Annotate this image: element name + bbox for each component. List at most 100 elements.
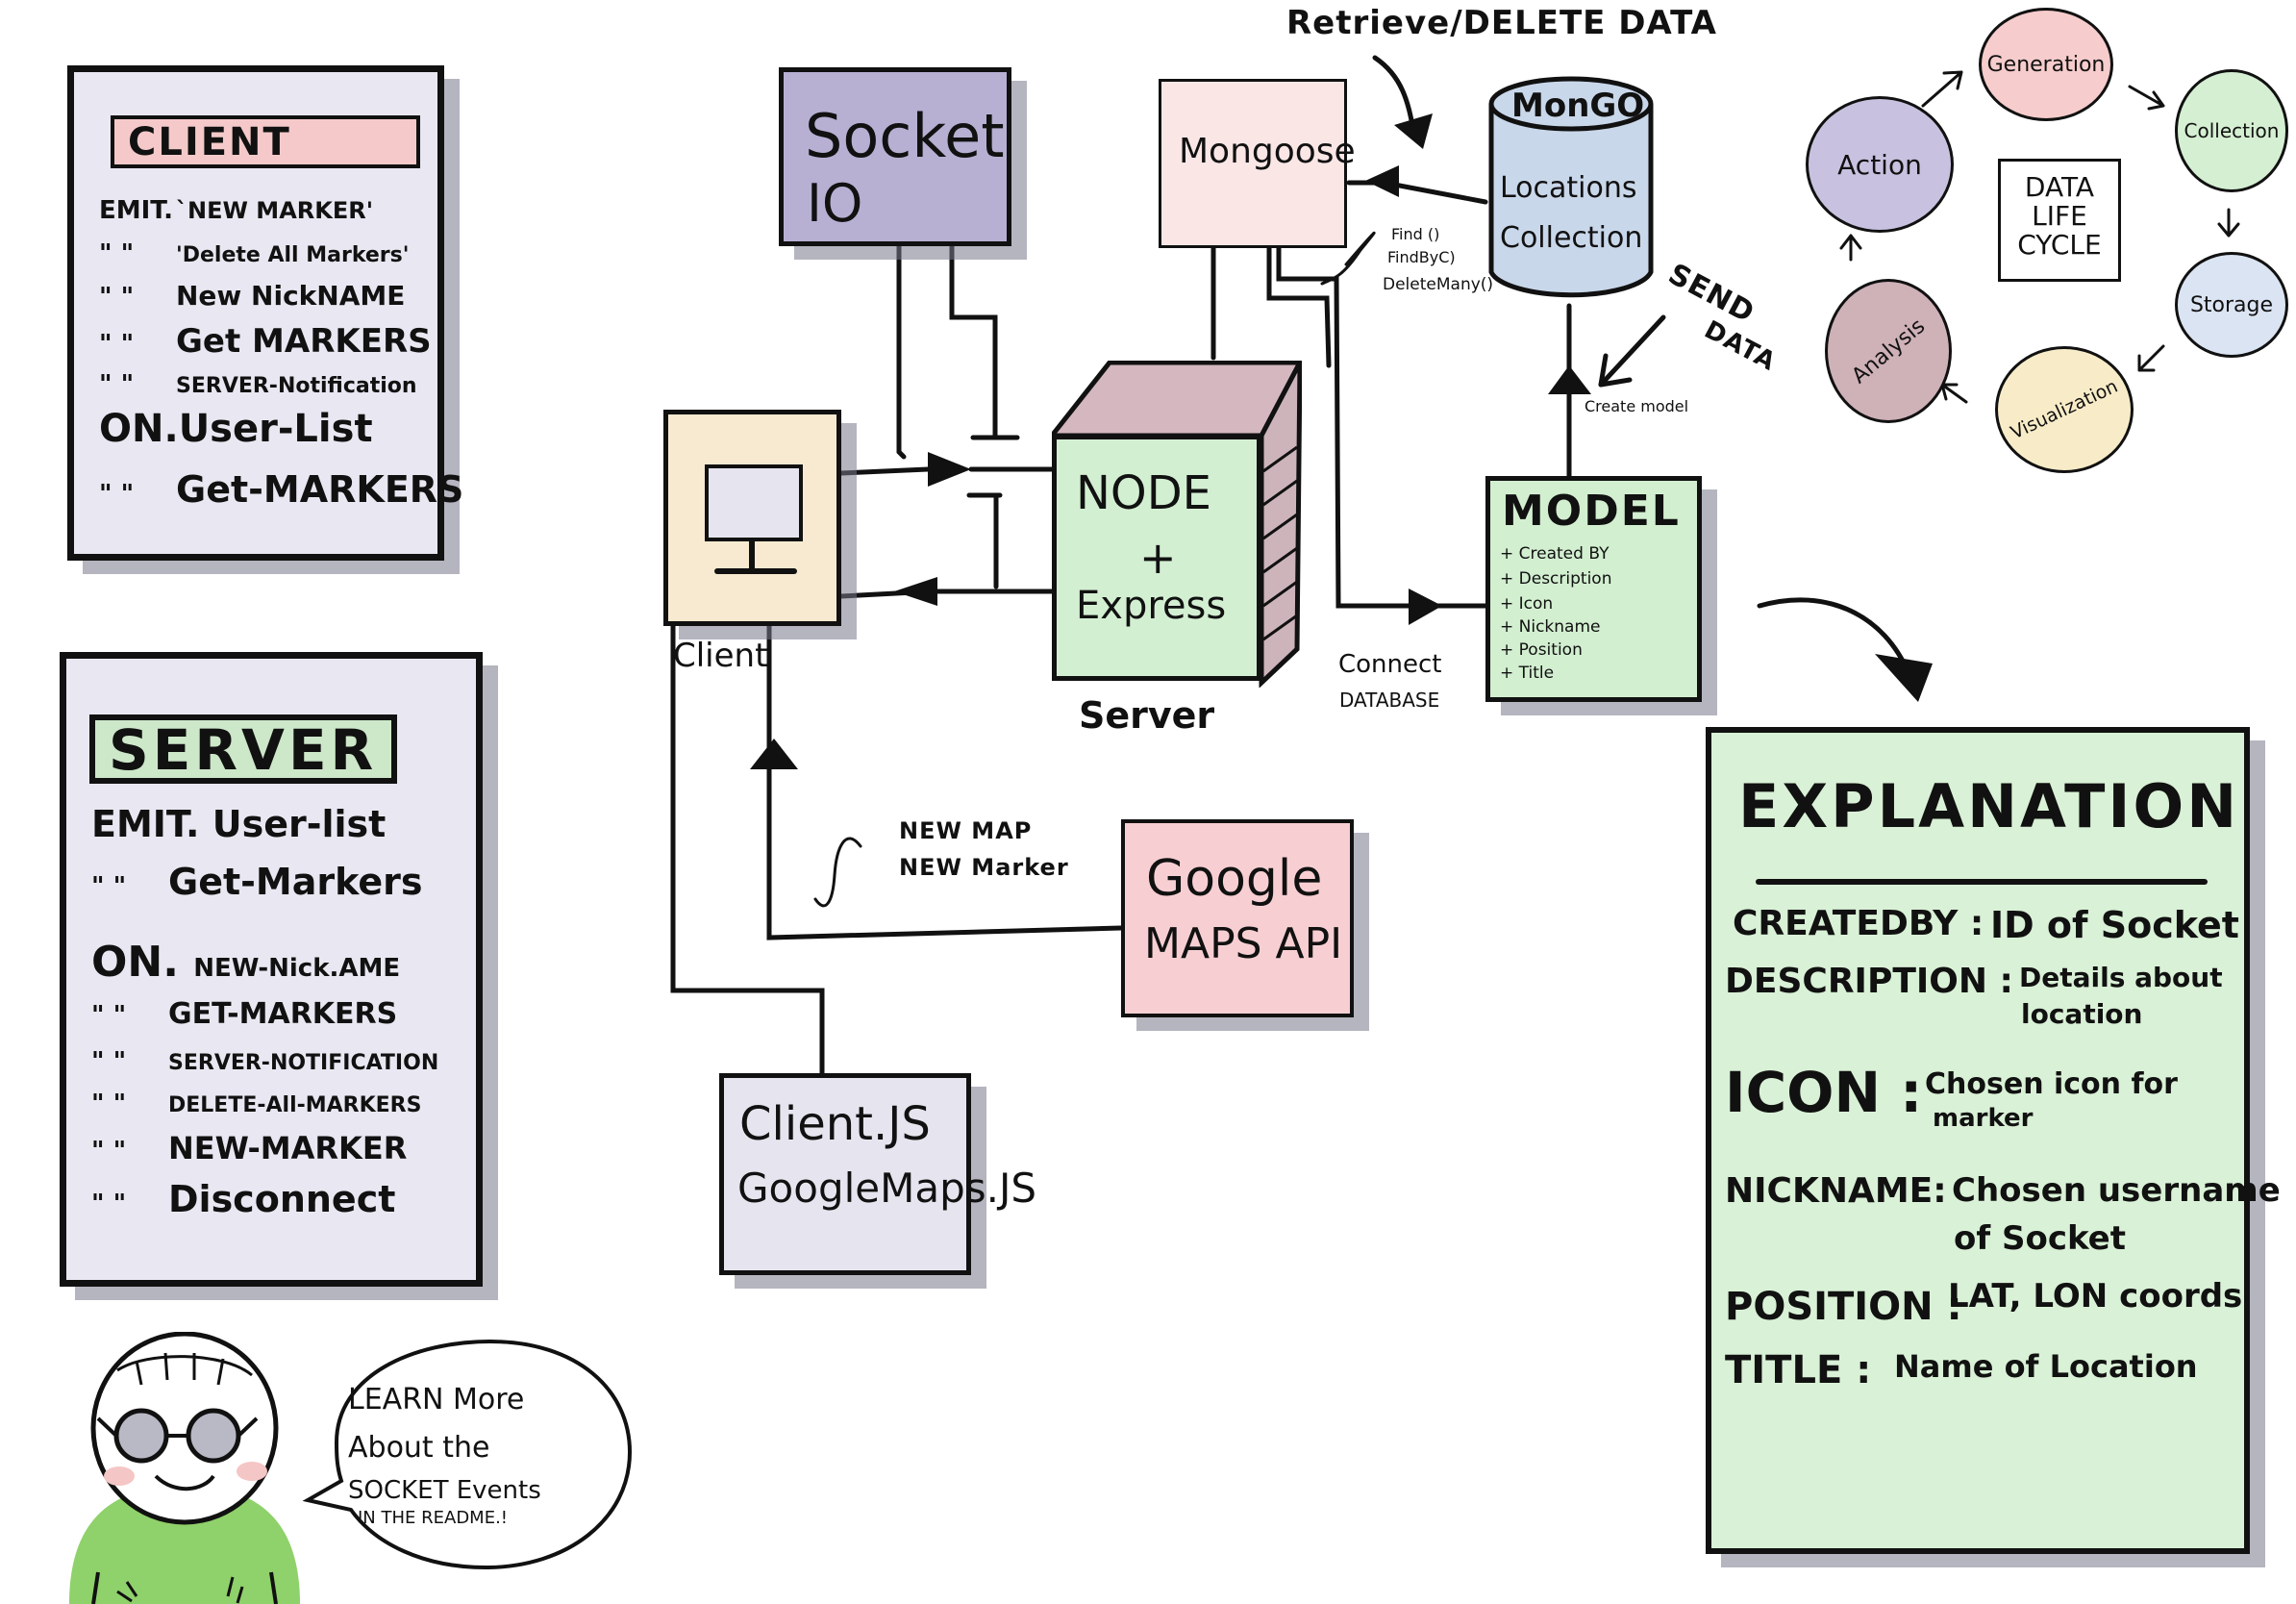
- server-event-row: ON. NEW-Nick.AME: [91, 938, 401, 987]
- explanation-desc: LAT, LON coords: [1948, 1277, 2243, 1316]
- socket-wire-1: [896, 243, 907, 460]
- life-cycle-title-3: CYCLE: [2017, 229, 2102, 261]
- server-event-row: " "Get-Markers: [91, 861, 423, 903]
- server-express-label: Express: [1076, 584, 1227, 628]
- explanation-desc: Details about: [2019, 962, 2223, 993]
- client-server-wire: [838, 466, 931, 476]
- server-plus-label: +: [1139, 532, 1177, 584]
- node-express-server: NODE + Express: [1052, 435, 1261, 681]
- explanation-desc: Chosen username: [1952, 1171, 2281, 1210]
- explanation-desc-2: of Socket: [1954, 1219, 2126, 1258]
- model-attribute: + Icon: [1500, 594, 1554, 614]
- server-event-row: " "SERVER-NOTIFICATION: [91, 1047, 439, 1076]
- client-label: Client: [673, 637, 768, 675]
- google-maps-api-node: Google MAPS API: [1121, 819, 1354, 1017]
- explanation-desc: Chosen icon for: [1925, 1067, 2178, 1101]
- explanation-key: TITLE :: [1725, 1348, 1872, 1392]
- socket-wire-2: [949, 243, 998, 440]
- client-event-row: " "Get-MARKERS: [99, 468, 464, 511]
- lc-arrow-5: [1940, 383, 1968, 404]
- mongo-database-icon: [1488, 76, 1654, 298]
- send-data-head: [1598, 353, 1633, 388]
- arrow-head-server-client: [894, 577, 937, 606]
- client-js-files-node: Client.JS GoogleMaps.JS: [719, 1073, 1036, 1275]
- gmaps-function-label-2: NEW Marker: [899, 854, 1069, 881]
- client-gmaps-wire: [766, 623, 1124, 940]
- mongo-collection-label-2: Collection: [1500, 221, 1643, 255]
- retrieve-arrow: [1372, 55, 1416, 133]
- server-event-row: " "NEW-MARKER: [91, 1130, 408, 1166]
- clientjs-label: Client.JS: [739, 1097, 931, 1151]
- bubble-text: LEARN More: [348, 1383, 525, 1416]
- explanation-key: CREATEDBY :: [1733, 904, 1984, 943]
- server-events-card: SERVER EMIT. User-list " "Get-Markers ON…: [60, 652, 483, 1287]
- model-node: MODEL + Created BY + Description + Icon …: [1485, 476, 1702, 702]
- monitor-stand-icon: [749, 539, 755, 568]
- server-3d-shape: [1052, 361, 1302, 688]
- arrow-head-mongo-model: [1548, 365, 1591, 394]
- bubble-text: About the: [348, 1431, 490, 1465]
- model-attribute: + Title: [1500, 664, 1555, 683]
- arrow-head-connect-db: [1409, 589, 1442, 625]
- client-node: [663, 410, 841, 626]
- connect-db-wire: [1276, 245, 1488, 609]
- gmaps-function-label: NEW MAP: [899, 817, 1033, 844]
- mongoose-method: Find (): [1391, 225, 1440, 243]
- google-maps-label-2: MAPS API: [1144, 919, 1343, 968]
- googlemapsjs-label: GoogleMaps.JS: [737, 1165, 1037, 1212]
- explanation-desc: ID of Socket: [1990, 904, 2239, 946]
- lifecycle-stage-action: Action: [1806, 96, 1954, 233]
- arrow-head-retrieve: [1394, 113, 1433, 149]
- character-illustration: [69, 1332, 300, 1604]
- model-attribute: + Created BY: [1500, 544, 1610, 564]
- explanation-title: EXPLANATION: [1738, 771, 2240, 841]
- lifecycle-stage-generation: Generation: [1979, 8, 2113, 121]
- lc-arrow-1: [1921, 70, 1963, 108]
- model-attribute: + Nickname: [1500, 617, 1601, 637]
- bubble-text: SOCKET Events: [348, 1476, 541, 1505]
- server-event-row: " "Disconnect: [91, 1178, 396, 1220]
- create-model-label: Create model: [1585, 397, 1689, 415]
- data-life-cycle-box: DATA LIFE CYCLE: [1998, 159, 2121, 282]
- mongo-collection-label: Locations: [1500, 171, 1637, 205]
- lifecycle-stage-analysis: Analysis: [1825, 279, 1952, 423]
- to-explanation-curve: [1757, 597, 1911, 676]
- client-event-row: " "SERVER-Notification: [99, 370, 417, 399]
- lifecycle-stage-collection: Collection: [2175, 69, 2288, 192]
- server-event-row: " "DELETE-All-MARKERS: [91, 1090, 422, 1118]
- mongoose-node: Mongoose: [1159, 79, 1356, 248]
- model-attribute: + Position: [1500, 640, 1583, 660]
- monitor-base-icon: [714, 568, 797, 574]
- life-cycle-title-2: LIFE: [2032, 200, 2087, 232]
- bubble-text: IN THE README.!: [358, 1508, 509, 1528]
- life-cycle-title: DATA: [2024, 171, 2095, 203]
- arrow-head-client-server: [928, 452, 971, 487]
- client-event-row: " "Get MARKERS: [99, 322, 432, 361]
- explanation-card: EXPLANATION CREATEDBY : ID of Socket DES…: [1706, 727, 2281, 1554]
- server-card-title: SERVER: [89, 714, 397, 784]
- server-event-row: " "GET-MARKERS: [91, 997, 398, 1031]
- model-title: MODEL: [1502, 487, 1681, 536]
- client-events-card: CLIENT EMIT.`NEW MARKER' " "'Delete All …: [67, 65, 463, 561]
- explanation-desc-2: location: [2021, 998, 2143, 1030]
- model-attribute: + Description: [1500, 569, 1612, 589]
- client-card-title: CLIENT: [111, 115, 420, 168]
- explanation-desc: Name of Location: [1894, 1348, 2198, 1385]
- speech-bubble: [302, 1339, 633, 1570]
- client-event-row: EMIT.`NEW MARKER': [99, 196, 374, 225]
- mongoose-server-wire-2: [1266, 245, 1332, 368]
- retrieve-delete-label: Retrieve/DELETE DATA: [1286, 4, 1717, 42]
- explanation-key: DESCRIPTION :: [1725, 962, 2013, 1001]
- client-event-row: " "New NickNAME: [99, 280, 406, 312]
- client-event-row: " "'Delete All Markers': [99, 239, 410, 268]
- socket-io-label: Socket: [805, 101, 1005, 171]
- mongoose-label: Mongoose: [1179, 132, 1356, 171]
- lifecycle-stage-visualization: Visualization: [1995, 346, 2134, 473]
- mongoose-method: FindByC): [1387, 248, 1456, 266]
- server-event-row: EMIT. User-list: [91, 803, 387, 845]
- client-clientjs-wire: [670, 623, 825, 1076]
- socket-io-label-2: IO: [807, 173, 863, 234]
- server-node-label: NODE: [1076, 466, 1211, 520]
- socket-io-node: Socket IO: [779, 67, 1011, 246]
